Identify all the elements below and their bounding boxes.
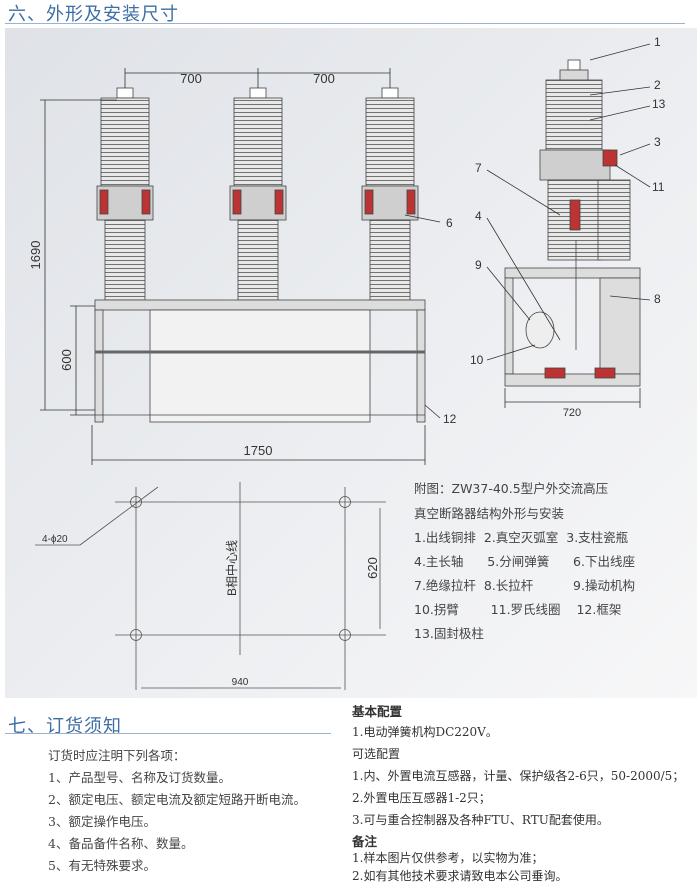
- front-pole-c: [361, 87, 419, 301]
- optional-config-item: 3.可与重合控制器及各种FTU、RTU配套使用。: [352, 813, 609, 827]
- order-item: 4、备品备件名称、数量。: [48, 836, 194, 851]
- section-7-title: 七、订货须知: [8, 716, 122, 737]
- callout-3: 3: [654, 135, 661, 149]
- front-frame: [94, 299, 426, 423]
- section-7-rule: [5, 733, 331, 734]
- hole-spec: 4-ϕ20: [42, 534, 68, 545]
- basic-config-item: 1.电动弹簧机构DC220V。: [352, 725, 498, 739]
- figure-caption-line1: 附图：ZW37-40.5型户外交流高压: [414, 481, 609, 496]
- optional-config-item: 2.外置电压互感器1-2只；: [352, 791, 491, 805]
- callout-8: 8: [654, 292, 661, 306]
- dim-side-depth: 720: [563, 407, 581, 419]
- callout-13: 13: [652, 97, 666, 111]
- order-intro: 订货时应注明下列各项：: [48, 748, 186, 763]
- order-item: 2、额定电压、额定电流及额定短路开断电流。: [48, 792, 306, 807]
- callout-9: 9: [475, 258, 482, 272]
- dim-pitch-1: 700: [180, 71, 202, 86]
- callout-12: 12: [443, 412, 457, 426]
- dim-overall-height: 1690: [28, 241, 43, 270]
- side-view: [504, 59, 641, 387]
- notes-item: 2.如有其他技术要求请致电本公司垂询。: [352, 869, 568, 883]
- side-dimensions-and-leaders: [486, 43, 651, 408]
- order-item: 3、额定操作电压。: [48, 814, 156, 829]
- plan-dim-width: 940: [232, 677, 249, 688]
- callout-7: 7: [475, 161, 482, 175]
- section-6-rule: [5, 23, 685, 24]
- callout-11: 11: [652, 180, 665, 194]
- notes-heading: 备注: [352, 834, 378, 849]
- dim-overall-width: 1750: [244, 443, 273, 458]
- b-phase-center-line-label: B相中心线: [224, 540, 239, 596]
- callout-4: 4: [475, 209, 482, 223]
- front-dimensions: [40, 68, 441, 465]
- optional-config-item: 1.内、外置电流互感器，计量、保护级各2-6只，50-2000/5；: [352, 769, 685, 783]
- basic-config-heading: 基本配置: [352, 704, 403, 719]
- callout-2: 2: [654, 78, 661, 92]
- dim-frame-height: 600: [59, 349, 74, 371]
- legend-row: 13.固封极柱: [414, 626, 484, 641]
- notes-item: 1.样本图片仅供参考，以实物为准；: [352, 851, 544, 865]
- figure-caption-line2: 真空断路器结构外形与安装: [414, 506, 565, 521]
- callout-1: 1: [654, 35, 661, 49]
- legend-row: 1.出线铜排 2.真空灭弧室 3.支柱瓷瓶: [414, 530, 629, 545]
- front-pole-a: [96, 87, 154, 301]
- mounting-plan: [35, 482, 386, 690]
- legend-row: 7.绝缘拉杆 8.长拉杆 9.操动机构: [414, 578, 635, 593]
- dim-pitch-2: 700: [313, 71, 335, 86]
- callout-10: 10: [470, 353, 484, 367]
- order-item: 5、有无特殊要求。: [48, 858, 156, 873]
- legend-row: 10.拐臂 11.罗氏线圈 12.框架: [414, 602, 622, 617]
- optional-config-heading: 可选配置: [352, 747, 401, 761]
- order-item: 1、产品型号、名称及订货数量。: [48, 770, 231, 785]
- front-pole-b: [229, 87, 287, 301]
- legend-row: 4.主长轴 5.分闸弹簧 6.下出线座: [414, 554, 635, 569]
- callout-6: 6: [446, 216, 453, 230]
- callout-labels: 1 2 13 3 11 7 4 9 8 10 6 12: [443, 35, 666, 426]
- section-6-title: 六、外形及安装尺寸: [8, 4, 179, 25]
- plan-dim-depth: 620: [365, 557, 380, 579]
